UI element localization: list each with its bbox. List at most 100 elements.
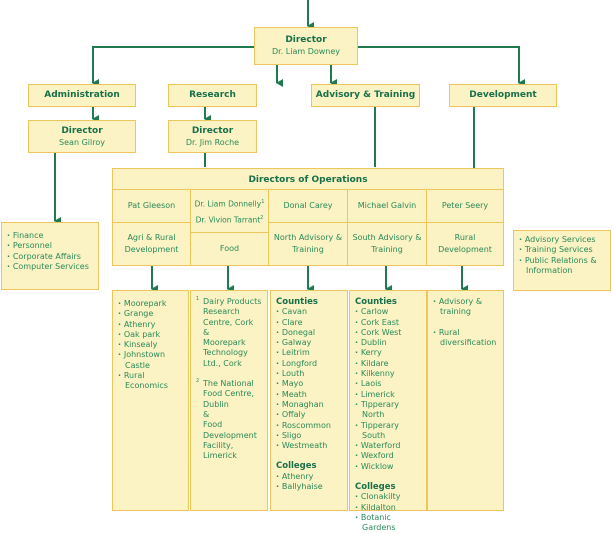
rural-development-box: Advisory & trainingRural diversification (427, 290, 504, 511)
ops-dept: Food (219, 244, 240, 253)
list-item: Laois (355, 379, 422, 389)
division-label: Administration (44, 90, 120, 100)
director-box: Director Dr. Liam Downey (254, 27, 358, 65)
footnote-marker: 1 (196, 296, 200, 302)
list-item: Moorepark (118, 299, 184, 309)
list-item: Rural diversification (433, 328, 499, 349)
list-item: Leitrim (276, 348, 343, 358)
list-item: Kerry (355, 348, 422, 358)
list-item: Tipperary North (355, 400, 422, 421)
list-item: Clare (276, 318, 343, 328)
list-item: Corporate Affairs (7, 252, 94, 262)
admin-director-box: Director Sean Gilroy (28, 120, 136, 153)
admin-director-title: Director (61, 125, 103, 136)
list-item: Advisory Services (519, 235, 606, 245)
list-item: Offaly (276, 410, 343, 420)
list-item: Finance (7, 231, 94, 241)
list-item: Wicklow (355, 462, 422, 472)
ops-name: Peter Seery (441, 201, 489, 210)
list-item: Johnstown Castle (118, 350, 184, 371)
division-advisory-training: Advisory & Training (311, 84, 420, 107)
ops-name: Dr. Vivion Tarrant2 (196, 211, 264, 228)
south-areas-box: CountiesCarlowCork EastCork WestDublinKe… (349, 290, 427, 532)
list-item: Computer Services (7, 262, 94, 272)
ops-dept-food: Food (190, 232, 269, 266)
spacer (433, 318, 499, 328)
list-item: Sligo (276, 431, 343, 441)
list-item: Kilkenny (355, 369, 422, 379)
list-item: Clonakilty (355, 492, 422, 502)
development-services-box: Advisory ServicesTraining ServicesPublic… (513, 230, 611, 291)
division-research: Research (168, 84, 257, 107)
list-item: Roscommon (276, 421, 343, 431)
list-item: Oak park (118, 330, 184, 340)
ops-dept-rural: Rural Development (426, 222, 504, 266)
food-centre-line: & (203, 327, 210, 337)
ops-dept-north: North Advisory & Training (268, 222, 348, 266)
director-title: Director (285, 35, 327, 45)
list-item: Personnel (7, 241, 94, 251)
ops-name-2: Dr. Vivion Tarrant (195, 215, 261, 225)
list-item: Kildare (355, 359, 422, 369)
director-name: Dr. Liam Downey (271, 47, 341, 56)
list-item: Carlow (355, 307, 422, 317)
ops-dept: Rural Development (438, 233, 492, 254)
list-item: Rural Economics (118, 371, 184, 392)
food-centre-line: The National Food Centre, Dublin (203, 379, 255, 409)
ops-name: Pat Gleeson (127, 201, 176, 210)
research-director-name: Dr. Jim Roche (185, 137, 240, 147)
ops-name-peter-seery: Peter Seery (426, 189, 504, 223)
ops-name-donal-carey: Donal Carey (268, 189, 348, 223)
list-item: Kildalton (355, 503, 422, 513)
division-administration: Administration (28, 84, 136, 107)
list-item: Public Relations & Information (519, 256, 606, 277)
list-item: Advisory & training (433, 297, 499, 318)
admin-services-box: FinancePersonnelCorporate AffairsCompute… (1, 222, 99, 290)
footnote-ref: 2 (260, 215, 264, 221)
ops-name-food-directors: Dr. Liam Donnelly1 Dr. Vivion Tarrant2 (190, 189, 269, 233)
research-director-title: Director (191, 125, 234, 136)
list-item: Wexford (355, 451, 422, 461)
spacer (433, 348, 499, 358)
list-item: Cork West (355, 328, 422, 338)
counties-heading: Counties (355, 297, 397, 307)
list-item: Waterford (355, 441, 422, 451)
colleges-heading: Colleges (276, 461, 317, 472)
list-item: Training Services (519, 245, 606, 255)
division-label: Research (189, 90, 236, 100)
list-item: Tipperary South (355, 421, 422, 442)
spacer (276, 451, 343, 461)
list-item: Athenry (276, 472, 343, 482)
colleges-heading: Colleges (355, 482, 396, 493)
spacer (355, 472, 422, 482)
list-item: Grange (118, 309, 184, 319)
list-item: Cork East (355, 318, 422, 328)
operations-title: Directors of Operations (248, 174, 368, 185)
list-item: Mayo (276, 379, 343, 389)
list-item: Louth (276, 369, 343, 379)
north-areas-box: CountiesCavanClareDonegalGalwayLeitrimLo… (270, 290, 348, 511)
ops-dept: South Advisory & Training (352, 233, 422, 254)
food-centre-line: & (203, 409, 210, 419)
list-item: Limerick (355, 390, 422, 400)
ops-name: Dr. Liam Donnelly1 (195, 195, 265, 212)
list-item: Westmeath (276, 441, 343, 451)
counties-heading: Counties (276, 297, 318, 307)
list-item: Cavan (276, 307, 343, 317)
food-centre-line: Food Development Facility, Limerick (203, 420, 257, 461)
ops-name: Donal Carey (283, 201, 333, 210)
ops-name-pat-gleeson: Pat Gleeson (112, 189, 191, 223)
list-item: Monaghan (276, 400, 343, 410)
list-item: Botanic Gardens (355, 513, 422, 534)
list-item: Galway (276, 338, 343, 348)
list-item: Kinsealy (118, 340, 184, 350)
list-item: Athenry (118, 320, 184, 330)
list-item: Donegal (276, 328, 343, 338)
admin-director-name: Sean Gilroy (59, 137, 105, 147)
ops-dept-agri: Agri & Rural Development (112, 222, 191, 266)
list-item: Longford (276, 359, 343, 369)
ops-dept: Agri & Rural Development (124, 233, 179, 254)
list-item: Meath (276, 390, 343, 400)
